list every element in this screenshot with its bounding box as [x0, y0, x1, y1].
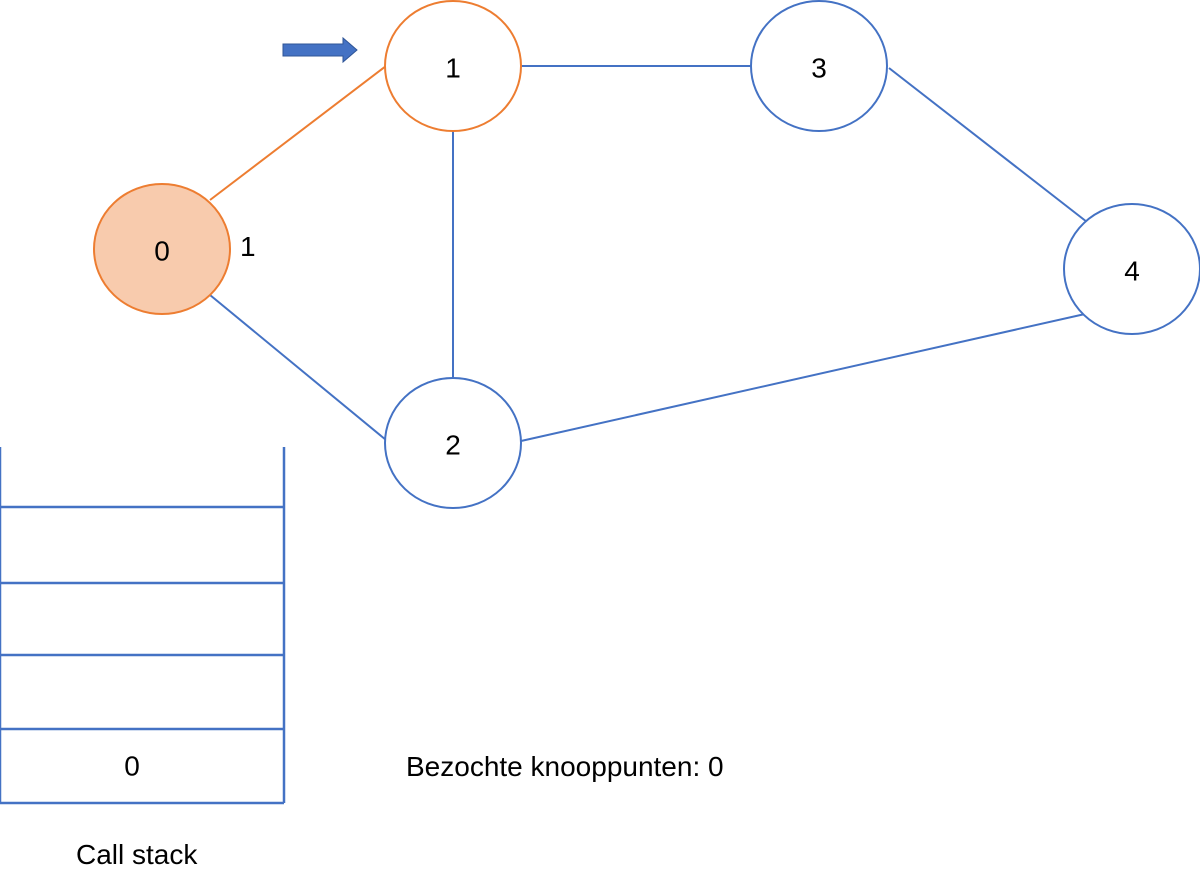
node-label: 0	[154, 236, 170, 267]
edge-2-4	[520, 313, 1086, 442]
current-node-arrow-icon	[282, 36, 358, 64]
node-1: 1	[384, 0, 522, 132]
node-4: 4	[1063, 203, 1200, 335]
node-label: 4	[1124, 256, 1140, 287]
node-3: 3	[750, 0, 888, 132]
node-label: 3	[811, 53, 827, 84]
node-circle	[1063, 203, 1200, 335]
stack-slot: 0	[124, 751, 140, 782]
nodes: 0 1 2 3 4	[93, 0, 1200, 509]
node-0: 0	[93, 183, 231, 315]
edge-0-2	[209, 294, 387, 441]
node-label: 1	[445, 53, 461, 84]
edge-0-1	[209, 65, 387, 201]
visited-nodes-text: Bezochte knooppunten: 0	[406, 751, 724, 782]
node-circle	[750, 0, 888, 132]
node-2: 2	[384, 377, 522, 509]
call-stack: 0	[0, 447, 286, 805]
node-circle	[93, 183, 231, 315]
node-circle	[384, 0, 522, 132]
node-circle	[384, 377, 522, 509]
edge-3-4	[888, 67, 1088, 223]
edges	[209, 65, 1088, 442]
neighbor-annotation: 1	[240, 231, 256, 262]
call-stack-label: Call stack	[76, 839, 198, 870]
node-label: 2	[445, 430, 461, 461]
